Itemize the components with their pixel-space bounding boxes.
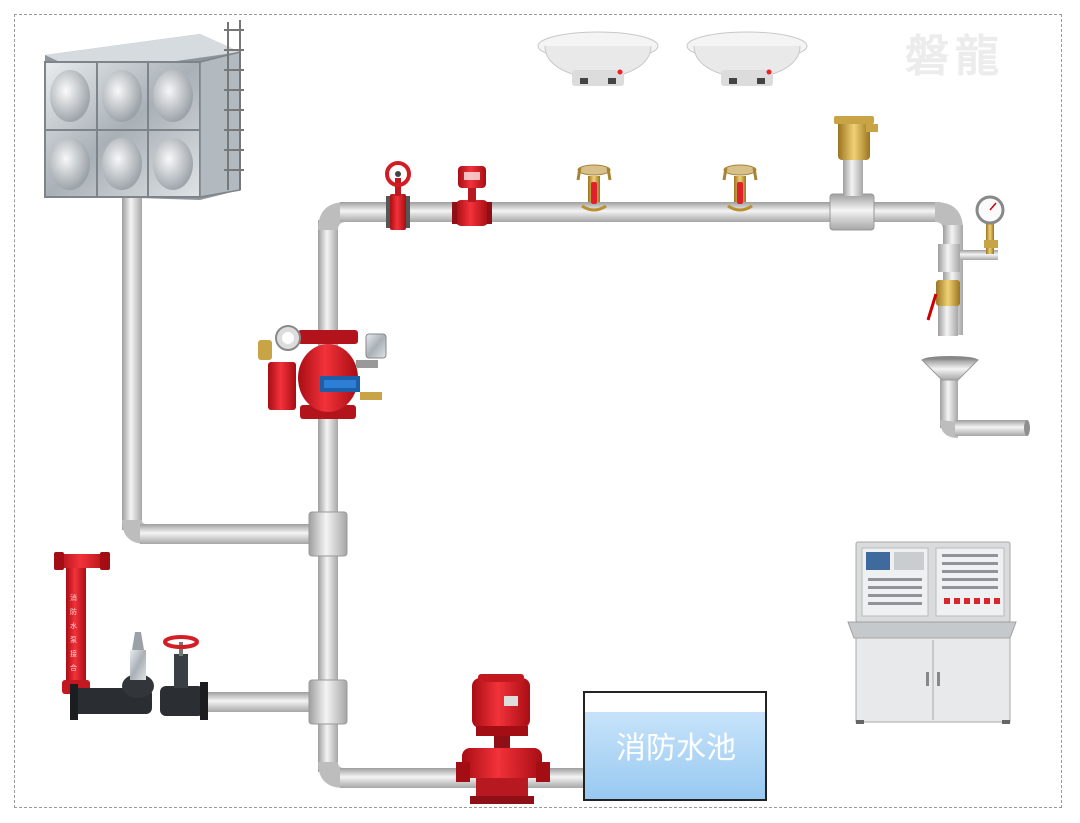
svg-text:消: 消: [70, 593, 77, 602]
sprinkler-head-icon: [722, 164, 758, 212]
fire-pump-icon: [456, 674, 550, 804]
pump-adapter-icon: 消防水 泵接合: [54, 552, 110, 694]
check-valve-icon: [70, 632, 154, 720]
water-flow-indicator-icon: [452, 166, 492, 226]
fire-alarm-control-panel-icon: [847, 541, 1017, 724]
air-release-valve-icon: [834, 116, 878, 196]
smoke-detector-icon: [537, 31, 659, 86]
svg-text:防: 防: [70, 607, 77, 616]
svg-text:合: 合: [70, 663, 77, 672]
watermark: 磐龍: [905, 31, 1005, 82]
sprinkler-head-icon: [576, 164, 612, 212]
water-tank-icon: [44, 20, 244, 200]
gate-valve-icon: [160, 635, 208, 720]
alarm-valve-icon: [258, 325, 387, 419]
butterfly-valve-icon: [385, 161, 411, 230]
svg-text:接: 接: [70, 649, 77, 658]
diagram-frame: [14, 14, 1062, 808]
svg-text:泵: 泵: [70, 636, 77, 644]
svg-text:水: 水: [70, 621, 77, 630]
smoke-detector-icon: [686, 31, 808, 86]
fire-water-pool: [583, 691, 767, 801]
pressure-gauge-icon: [926, 195, 1005, 336]
pool-label: 消防水池: [616, 731, 736, 766]
test-drain-funnel-icon: [920, 356, 980, 381]
